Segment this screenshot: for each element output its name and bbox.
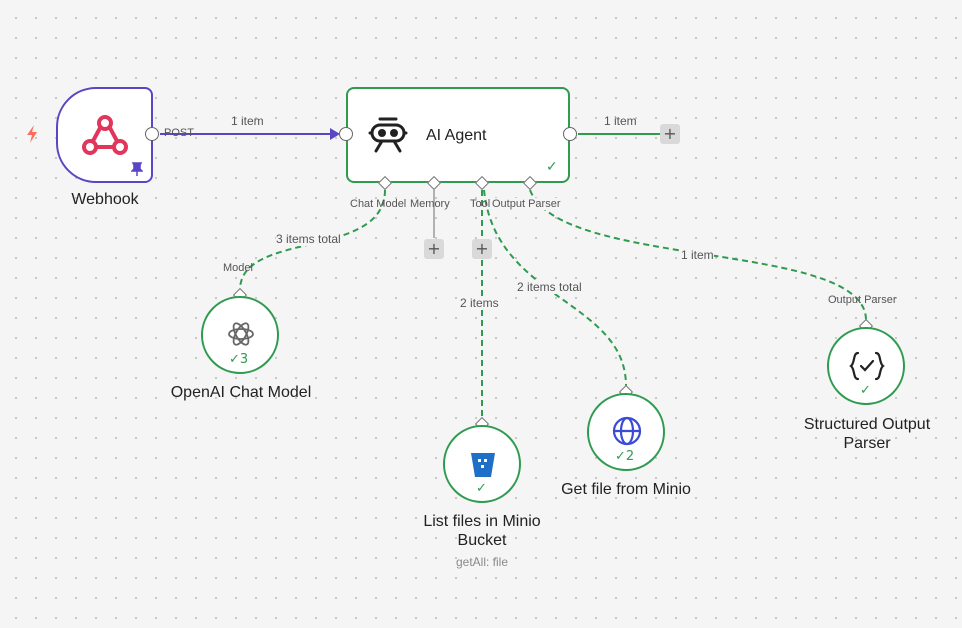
- port-label-tool: Tool: [470, 198, 491, 210]
- edge-model[interactable]: [239, 189, 386, 291]
- edge-label-get-file: 2 items total: [517, 280, 582, 294]
- add-memory-button[interactable]: +: [424, 239, 444, 259]
- minio-list-node[interactable]: ✓: [443, 425, 521, 503]
- run-count-badge: 3: [239, 352, 249, 367]
- port-label-output-parser: Output Parser: [492, 198, 561, 210]
- success-check-icon: ✓3: [229, 352, 249, 367]
- run-count-badge: 2: [625, 449, 635, 464]
- minio-get-node[interactable]: ✓2: [587, 393, 665, 471]
- webhook-output-port[interactable]: [145, 127, 159, 141]
- structured-output-parser-node[interactable]: ✓: [827, 327, 905, 405]
- port-label-memory: Memory: [410, 198, 450, 210]
- parser-label-line1: Structured Output: [803, 416, 931, 433]
- port-label-post: POST: [164, 127, 194, 139]
- webhook-icon: [80, 111, 130, 159]
- webhook-node[interactable]: [56, 87, 153, 183]
- add-node-after-agent-button[interactable]: +: [660, 124, 680, 144]
- edge-get-file[interactable]: [483, 189, 627, 387]
- ai-agent-node[interactable]: AI Agent ✓: [346, 87, 570, 183]
- port-label-chat-model: Chat Model: [350, 198, 407, 210]
- openai-chat-model-node[interactable]: ✓3: [201, 296, 279, 374]
- pin-icon: [130, 162, 144, 176]
- minio-list-subtitle: getAll: file: [455, 555, 509, 569]
- edge-label-parser: 1 item: [681, 248, 714, 262]
- edge-label-list-files: 2 items: [460, 296, 499, 310]
- success-check-icon: ✓: [476, 481, 487, 496]
- add-tool-button[interactable]: +: [472, 239, 492, 259]
- ai-agent-input-port[interactable]: [339, 127, 353, 141]
- bucket-icon: [469, 449, 497, 479]
- edge-arrowhead: [330, 128, 340, 140]
- parser-label-line2: Parser: [843, 435, 891, 452]
- braces-check-icon: [849, 351, 885, 381]
- minio-list-label-line1: List files in Minio: [423, 513, 541, 530]
- ai-agent-title: AI Agent: [426, 127, 487, 144]
- port-label-parser-input: Output Parser: [828, 294, 897, 306]
- success-check-icon: ✓: [860, 383, 871, 398]
- port-label-model-input: Model: [223, 262, 253, 274]
- success-check-icon: ✓2: [615, 449, 635, 464]
- edge-parser[interactable]: [529, 189, 867, 321]
- trigger-lightning-icon: [24, 124, 40, 144]
- success-check-icon: ✓: [546, 159, 558, 175]
- webhook-label: Webhook: [71, 191, 139, 208]
- openai-icon: [225, 318, 257, 350]
- ai-agent-output-port[interactable]: [563, 127, 577, 141]
- edge-label-model: 3 items total: [276, 232, 341, 246]
- minio-get-label: Get file from Minio: [561, 481, 691, 498]
- edge-label-agent-out: 1 item: [604, 114, 637, 128]
- globe-icon: [611, 415, 643, 447]
- edge-label-webhook: 1 item: [231, 114, 264, 128]
- openai-chat-model-label: OpenAI Chat Model: [170, 384, 312, 401]
- robot-icon: [366, 115, 410, 155]
- minio-list-label-line2: Bucket: [457, 532, 507, 549]
